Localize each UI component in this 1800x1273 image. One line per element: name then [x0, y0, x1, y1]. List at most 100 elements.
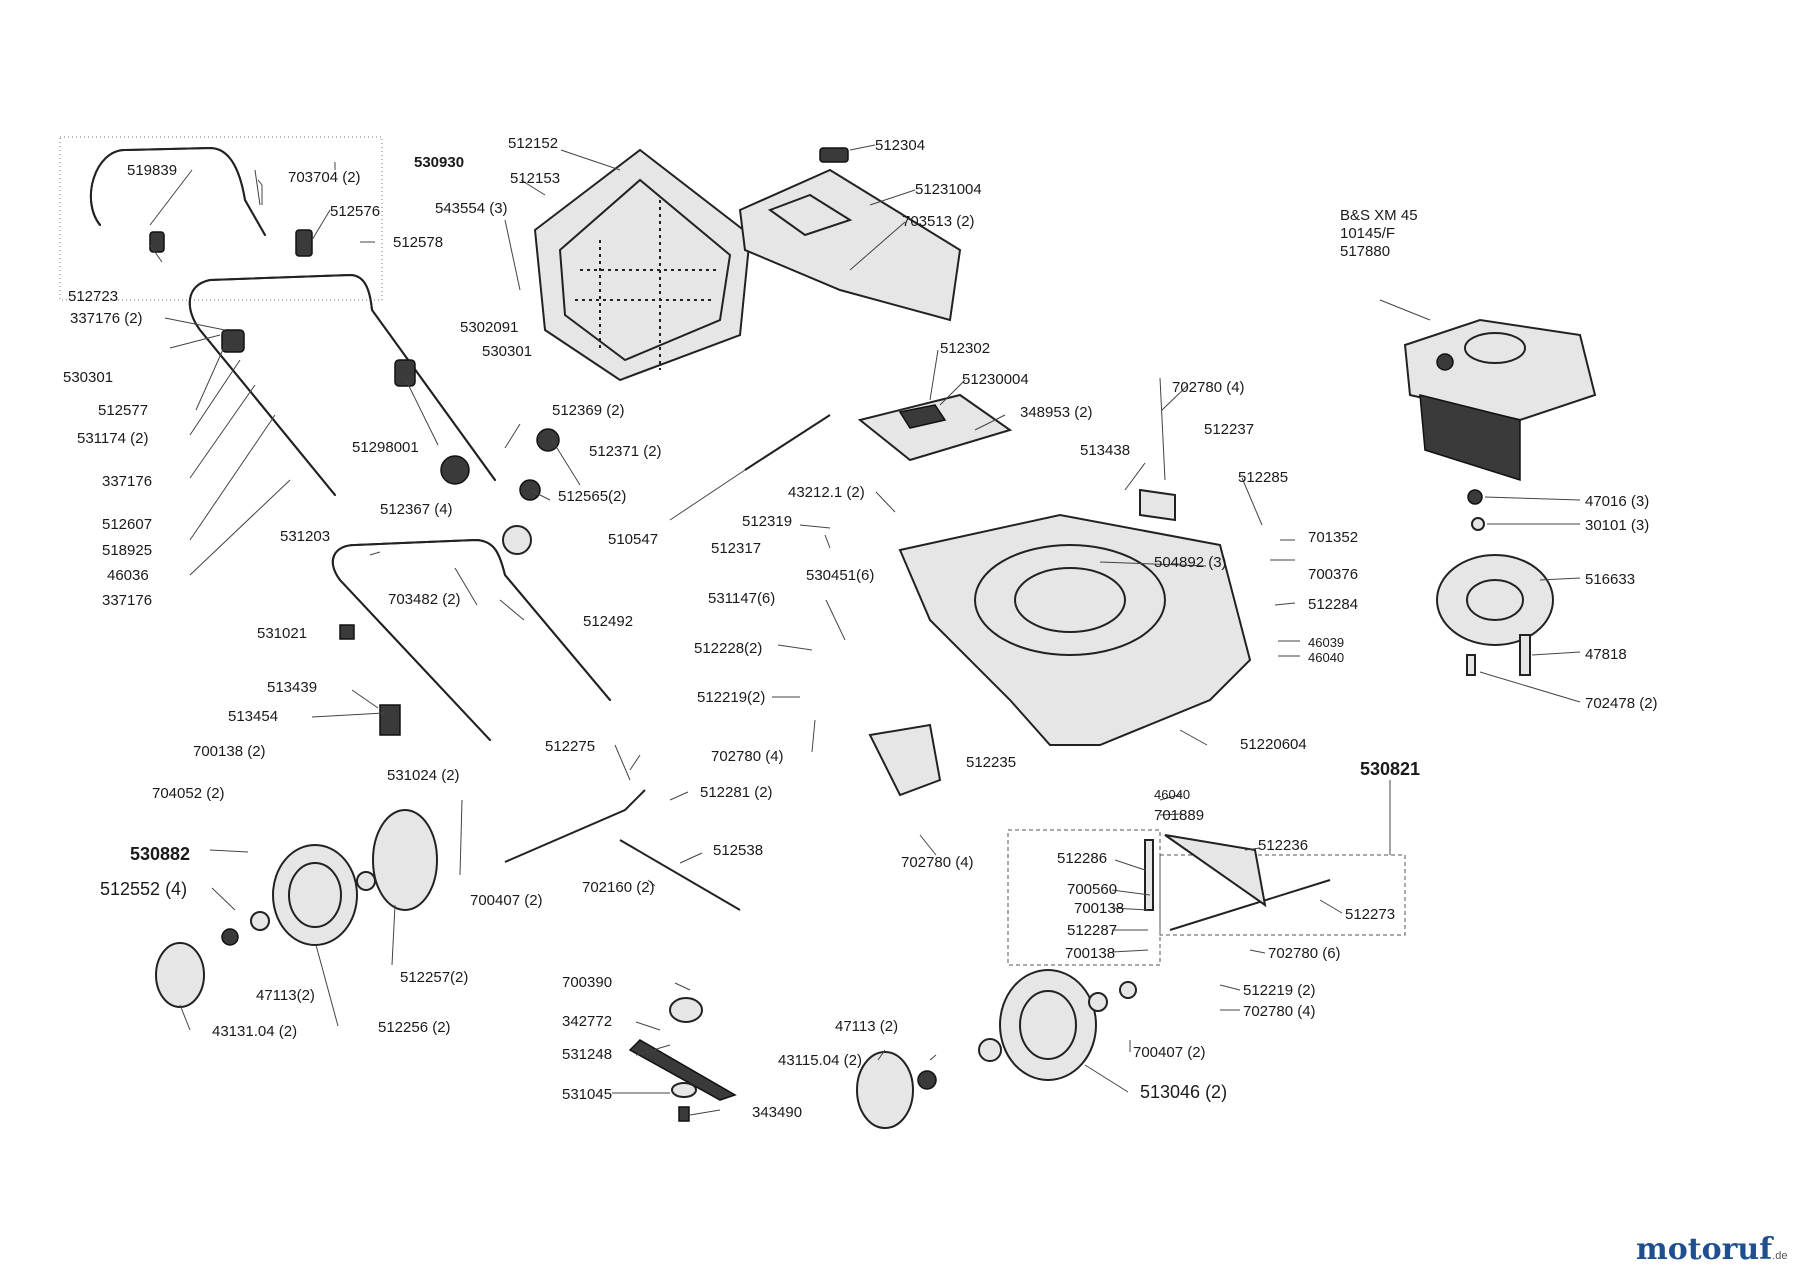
- label-517880: 517880: [1340, 243, 1391, 260]
- label-337176-b: 337176: [102, 592, 153, 609]
- label-530301: 530301: [63, 369, 114, 386]
- label-512367: 512367 (4): [380, 501, 453, 518]
- label-512369: 512369 (2): [552, 402, 625, 419]
- label-704052: 704052 (2): [152, 785, 225, 802]
- label-512284: 512284: [1308, 596, 1359, 613]
- label-700138-2: 700138 (2): [193, 743, 266, 760]
- label-46039: 46039: [1308, 635, 1345, 650]
- label-513046: 513046 (2): [1140, 1082, 1228, 1102]
- label-bs-engine: B&S XM 45: [1340, 207, 1418, 224]
- middle-handle: [188, 273, 560, 501]
- label-47818: 47818: [1585, 646, 1627, 663]
- label-702780-a: 702780 (4): [711, 748, 784, 765]
- label-531248: 531248: [562, 1046, 613, 1063]
- label-343490: 343490: [752, 1104, 803, 1121]
- logo-suffix: .de: [1772, 1250, 1788, 1262]
- label-512607: 512607: [102, 516, 153, 533]
- label-512287: 512287: [1067, 922, 1118, 939]
- leader-lines: [149, 144, 1581, 1116]
- label-703482: 703482 (2): [388, 591, 461, 608]
- label-513454: 513454: [228, 708, 279, 725]
- label-531174: 531174 (2): [77, 430, 149, 447]
- label-703513: 703513 (2): [902, 213, 975, 230]
- label-512281: 512281 (2): [700, 784, 773, 801]
- label-512152: 512152: [508, 135, 559, 152]
- label-513438: 513438: [1080, 442, 1131, 459]
- label-531147: 531147(6): [708, 590, 776, 607]
- label-701352: 701352: [1308, 529, 1359, 546]
- lower-handle: [331, 525, 611, 741]
- label-700560: 700560: [1067, 881, 1118, 898]
- label-700376: 700376: [1308, 566, 1359, 583]
- label-700390: 700390: [562, 974, 613, 991]
- label-512302: 512302: [940, 340, 991, 357]
- label-512256: 512256 (2): [378, 1019, 451, 1036]
- label-512577: 512577: [98, 402, 149, 419]
- label-30101: 30101 (3): [1585, 517, 1650, 534]
- label-512552: 512552 (4): [100, 879, 188, 899]
- label-700407: 700407 (2): [470, 892, 543, 909]
- label-512237: 512237: [1204, 421, 1255, 438]
- logo-text: motoruf: [1636, 1232, 1773, 1267]
- label-702780-e: 702780 (4): [1243, 1003, 1316, 1020]
- label-700138-c: 700138: [1065, 945, 1116, 962]
- label-700407-b: 700407 (2): [1133, 1044, 1206, 1061]
- label-512492: 512492: [583, 613, 634, 630]
- blade: [628, 997, 937, 1129]
- label-512578: 512578: [393, 234, 444, 251]
- label-543554: 543554 (3): [435, 200, 508, 217]
- label-518925: 518925: [102, 542, 153, 559]
- label-702160: 702160 (2): [582, 879, 655, 896]
- engine: [1403, 318, 1597, 676]
- label-47016: 47016 (3): [1585, 493, 1650, 510]
- label-702478: 702478 (2): [1585, 695, 1658, 712]
- label-531045: 531045: [562, 1086, 613, 1103]
- label-512235: 512235: [966, 754, 1017, 771]
- label-702780-b: 702780 (4): [901, 854, 974, 871]
- label-512319: 512319: [742, 513, 793, 530]
- label-531024: 531024 (2): [387, 767, 460, 784]
- label-46040-b: 46040: [1154, 787, 1191, 802]
- label-337176: 337176: [102, 473, 153, 490]
- label-512273: 512273: [1345, 906, 1396, 923]
- label-504892: 504892 (3): [1154, 554, 1227, 571]
- label-530821: 530821: [1360, 759, 1421, 779]
- label-46036: 46036: [107, 567, 149, 584]
- label-43115: 43115.04 (2): [778, 1052, 862, 1069]
- label-530882: 530882: [130, 844, 191, 864]
- label-702780-d: 702780 (6): [1268, 945, 1341, 962]
- label-530451: 530451(6): [806, 567, 875, 584]
- label-700138-b: 700138: [1074, 900, 1125, 917]
- label-512153: 512153: [510, 170, 561, 187]
- label-47113: 47113(2): [256, 987, 315, 1004]
- handle-group-frame: [59, 136, 1406, 966]
- label-512286: 512286: [1057, 850, 1108, 867]
- label-46040: 46040: [1308, 650, 1345, 665]
- label-512723: 512723: [68, 288, 119, 305]
- label-512219: 512219(2): [697, 689, 766, 706]
- label-512285: 512285: [1238, 469, 1289, 486]
- label-47113-b: 47113 (2): [835, 1018, 899, 1035]
- label-701889: 701889: [1154, 807, 1205, 824]
- label-512257: 512257(2): [400, 969, 469, 986]
- label-703704: 703704 (2): [288, 169, 361, 186]
- label-512576: 512576: [330, 203, 381, 220]
- label-51220604: 51220604: [1240, 736, 1307, 753]
- label-512275: 512275: [545, 738, 596, 755]
- label-512565: 512565(2): [558, 488, 627, 505]
- motoruf-logo: motoruf.de: [1636, 1232, 1787, 1267]
- label-51298001: 51298001: [352, 439, 419, 456]
- label-348953: 348953 (2): [1020, 404, 1093, 421]
- label-531203: 531203: [280, 528, 331, 545]
- label-51230004: 51230004: [962, 371, 1029, 388]
- label-512228: 512228(2): [694, 640, 763, 657]
- label-519839: 519839: [127, 162, 178, 179]
- label-10145f: 10145/F: [1340, 225, 1396, 242]
- rear-wheels: [155, 789, 741, 1008]
- label-530930: 530930: [414, 154, 465, 171]
- label-531021: 531021: [257, 625, 308, 642]
- label-43212: 43212.1 (2): [788, 484, 865, 501]
- grass-catcher: [533, 147, 962, 382]
- label-702780-c: 702780 (4): [1172, 379, 1245, 396]
